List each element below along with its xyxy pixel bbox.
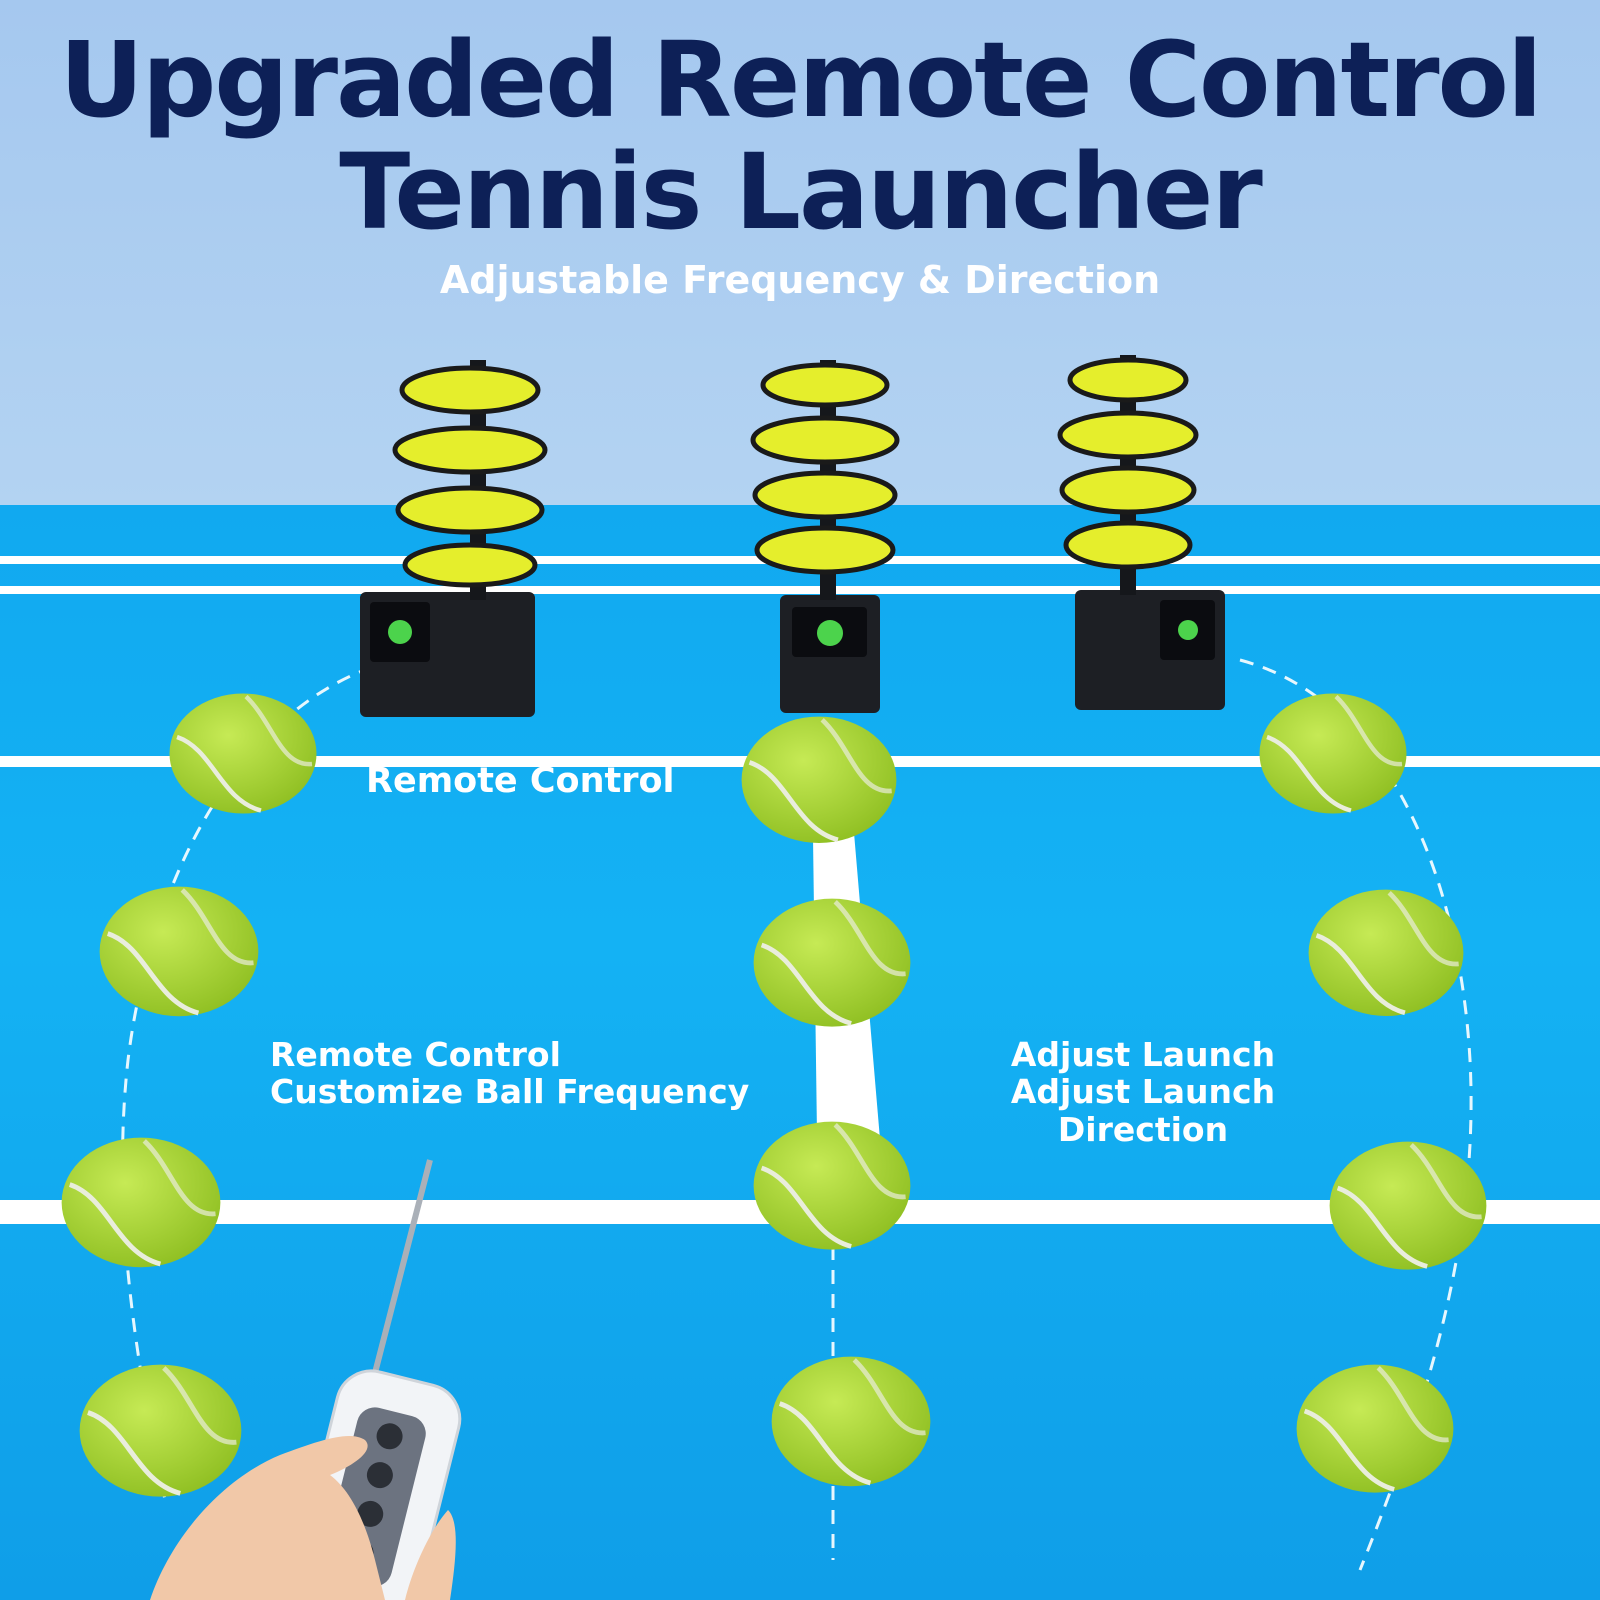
page-subtitle: Adjustable Frequency & Direction — [439, 258, 1161, 302]
page-title-line2: Tennis Launcher — [339, 131, 1263, 253]
left-feature-line1: Remote Control — [270, 1035, 561, 1074]
tennis-ball-icon — [79, 1364, 242, 1497]
tennis-ball-icon — [1329, 1141, 1487, 1270]
tennis-ball-icon — [61, 1137, 221, 1268]
tennis-ball-icon — [99, 886, 259, 1017]
tennis-ball-icon — [771, 1356, 931, 1487]
tennis-ball-icon — [169, 693, 317, 814]
court-baseline-far2 — [0, 586, 1600, 594]
hand-icon — [150, 1435, 456, 1600]
tennis-ball-icon — [1296, 1364, 1454, 1493]
remote-control-label: Remote Control — [366, 761, 675, 801]
right-feature-line2: Adjust Launch Direction — [1010, 1072, 1276, 1149]
tennis-ball-icon — [753, 1121, 911, 1250]
tennis-ball-icon — [753, 898, 911, 1027]
tennis-launcher-icon — [360, 360, 548, 717]
right-feature-line1: Adjust Launch — [1010, 1035, 1276, 1074]
left-feature-line2: Customize Ball Frequency — [270, 1072, 750, 1111]
tennis-ball-icon — [741, 716, 897, 843]
page-title-line1: Upgraded Remote Control — [59, 19, 1542, 141]
tennis-launcher-icon — [1057, 355, 1225, 710]
tennis-ball-icon — [1308, 889, 1464, 1016]
tennis-ball-icon — [1259, 693, 1407, 814]
tennis-launcher-icon — [750, 360, 900, 713]
